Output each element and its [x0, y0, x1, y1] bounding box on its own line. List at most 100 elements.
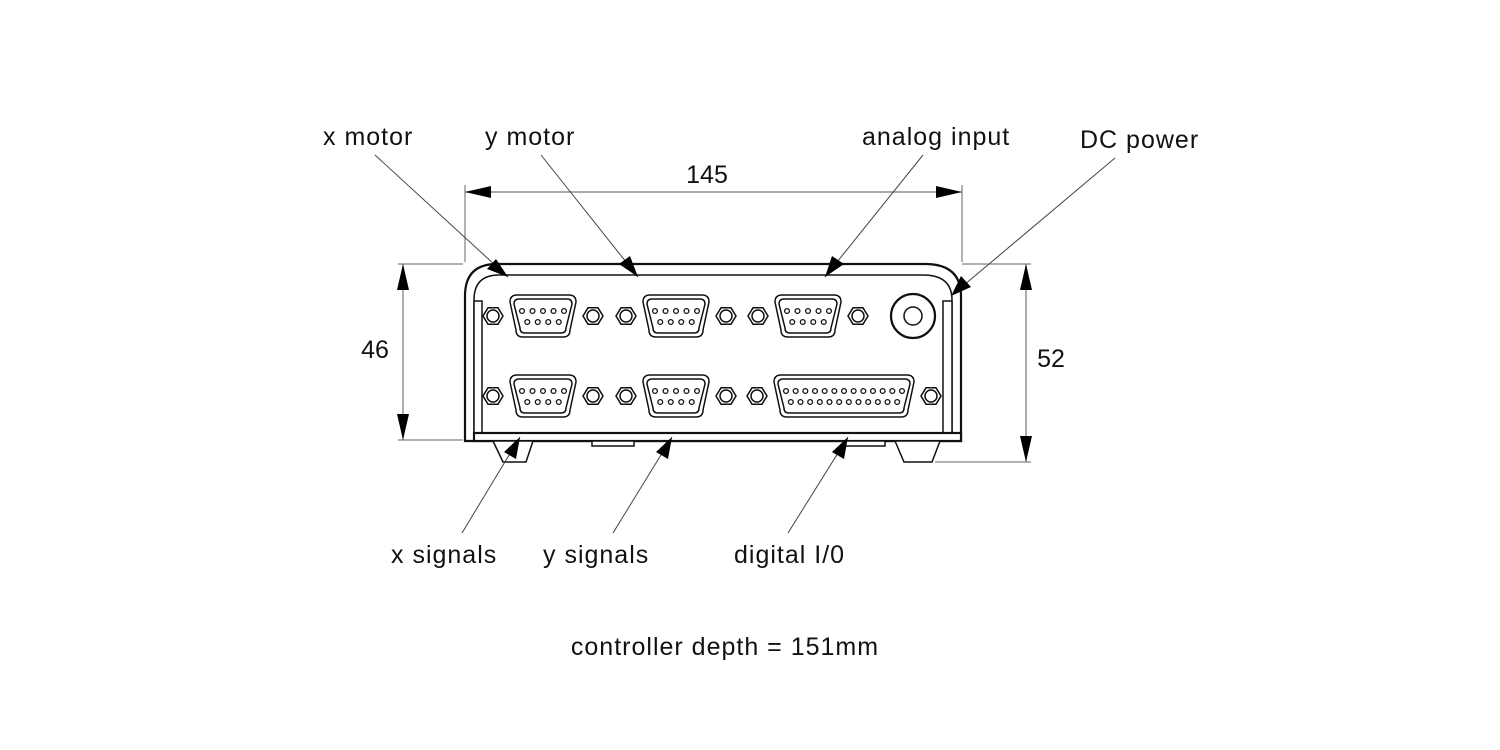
hex-nut-hole: [750, 389, 764, 403]
pin: [799, 318, 806, 326]
pin: [688, 318, 695, 326]
pin: [787, 398, 794, 406]
arrow-icon: [951, 276, 971, 296]
leader-line: [374, 154, 509, 278]
pin: [545, 318, 552, 326]
arrow-up-icon: [1020, 264, 1032, 290]
pin: [539, 387, 547, 395]
callout-label: y motor: [485, 123, 575, 151]
dc-jack-inner: [903, 306, 923, 326]
pin: [783, 307, 791, 315]
pin: [683, 307, 690, 315]
pin: [678, 318, 685, 326]
hex-nut-left: [482, 307, 504, 325]
pin: [810, 318, 817, 326]
pin: [782, 387, 790, 395]
pin: [688, 398, 695, 406]
pin: [816, 398, 823, 406]
dimension-height-body: 46: [361, 263, 463, 441]
pin: [560, 307, 568, 315]
pin: [651, 387, 659, 395]
pin: [657, 398, 664, 406]
callout-y-motor: y motor: [485, 123, 639, 278]
hex-nut-left: [482, 387, 504, 405]
hex-nut-hole: [851, 309, 865, 323]
hex-nut-left: [615, 307, 637, 325]
pin: [879, 387, 886, 395]
callout-label: x motor: [323, 123, 413, 151]
dimension-width: 145: [464, 161, 963, 262]
pin: [865, 398, 872, 406]
pin: [794, 307, 801, 315]
hex-nut-right: [715, 307, 737, 325]
pin: [672, 387, 680, 395]
right-rail: [942, 300, 953, 434]
pin: [529, 307, 536, 315]
pin: [560, 387, 568, 395]
pin: [845, 398, 852, 406]
pin: [815, 307, 822, 315]
hex-nut-left: [747, 307, 769, 325]
callout-label: DC power: [1080, 126, 1199, 154]
arrow-icon: [619, 256, 638, 277]
pin: [860, 387, 867, 395]
pin: [855, 398, 862, 406]
arrow-icon: [487, 259, 508, 277]
arrow-up-icon: [397, 264, 409, 290]
hex-nut-right: [582, 307, 604, 325]
hex-nut-right: [715, 387, 737, 405]
foot-right: [893, 440, 942, 463]
pin: [550, 307, 557, 315]
callout-label: x signals: [391, 541, 497, 569]
shell-inner: [513, 378, 573, 414]
pin: [836, 398, 843, 406]
arrow-icon: [656, 437, 672, 459]
pin: [884, 398, 891, 406]
arrow-down-icon: [397, 414, 409, 440]
arrow-left-icon: [465, 186, 491, 198]
hex-nut-hole: [619, 389, 633, 403]
arrow-right-icon: [936, 186, 962, 198]
shell-inner: [646, 298, 706, 334]
depth-note: controller depth = 151mm: [571, 633, 879, 661]
connector-dc-power: [889, 292, 937, 340]
pin: [802, 387, 809, 395]
arrow-icon: [832, 437, 848, 459]
dimension-height-body-value: 46: [361, 336, 389, 364]
pin: [550, 387, 557, 395]
clip-left: [591, 440, 635, 447]
dimension-height-total-value: 52: [1037, 345, 1065, 373]
pin: [820, 318, 827, 326]
pin: [825, 307, 833, 315]
hex-nut-hole: [586, 389, 600, 403]
clip-right: [842, 440, 886, 447]
bottom-plate: [472, 431, 963, 443]
pin: [797, 398, 804, 406]
pin: [683, 387, 690, 395]
pin: [651, 307, 659, 315]
hex-nut-hole: [586, 309, 600, 323]
pin: [850, 387, 857, 395]
pin: [529, 387, 536, 395]
shell-inner: [777, 378, 911, 414]
pin: [894, 398, 901, 406]
connector-analog-input: [747, 294, 869, 338]
enclosure: [463, 262, 963, 463]
pin: [545, 398, 552, 406]
shell-inner: [778, 298, 838, 334]
arrow-icon: [825, 256, 844, 277]
callout-x-signals: x signals: [391, 436, 521, 569]
shell-inner: [646, 378, 706, 414]
callout-label: y signals: [543, 541, 649, 569]
pin: [826, 398, 833, 406]
hex-nut-hole: [719, 389, 733, 403]
hex-nut-left: [615, 387, 637, 405]
callout-x-motor: x motor: [323, 123, 509, 278]
pin: [662, 307, 669, 315]
hex-nut-hole: [751, 309, 765, 323]
pin: [667, 318, 674, 326]
arrow-down-icon: [1020, 436, 1032, 462]
connectors: [482, 292, 942, 418]
leader-line: [950, 157, 1116, 297]
